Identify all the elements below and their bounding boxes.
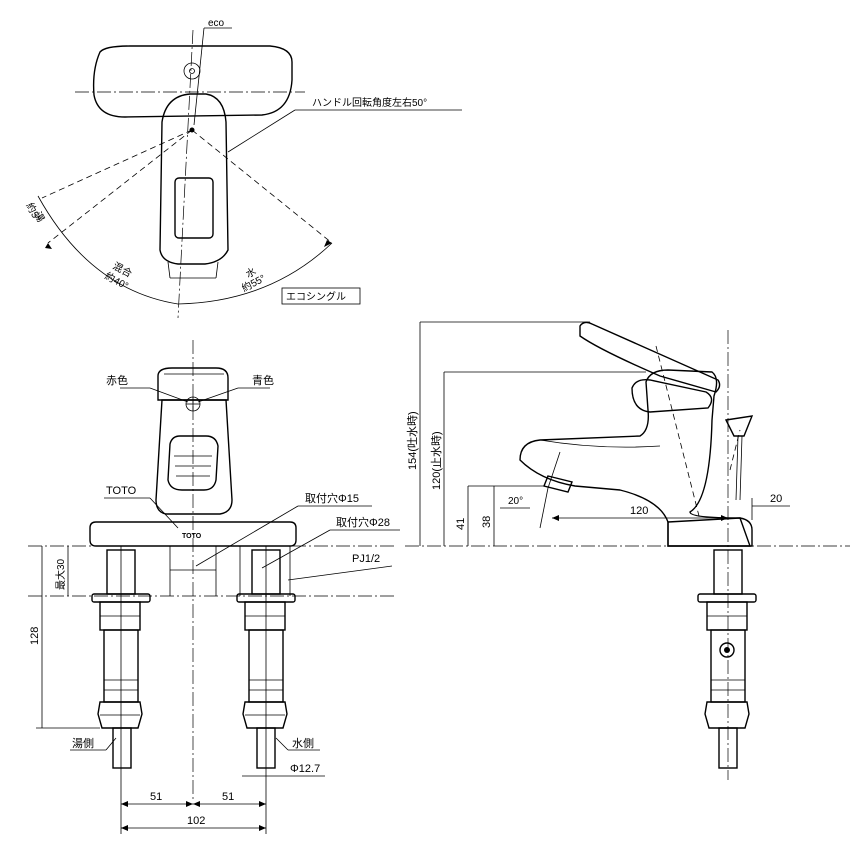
eco-single-label: エコシングル	[286, 290, 346, 303]
dim-102-label: 102	[187, 815, 205, 827]
dim-120h-label: 120	[630, 505, 648, 517]
dim-154-label: 154(吐水時)	[406, 411, 419, 470]
pipe-dia-label: Φ12.7	[290, 763, 320, 775]
side-handle-closed	[631, 378, 713, 413]
brand-mark: TOTO	[182, 533, 202, 540]
handle-bar	[92, 45, 293, 118]
dim-20-label: 20	[770, 493, 782, 505]
dim-51a-label: 51	[150, 791, 162, 803]
rotation-arc	[37, 195, 333, 305]
cold-angle-name: 水	[244, 265, 258, 280]
spout-outlet-top	[174, 177, 214, 239]
drain-knob	[724, 415, 754, 437]
top-view: eco ハンドル回転角度左右50° 湯 約5° 混合 約40° 水 約55° エ…	[23, 18, 462, 319]
blue-label: 青色	[252, 373, 274, 387]
front-body	[155, 399, 233, 515]
handle-cap-circle	[183, 62, 201, 80]
side-base	[667, 517, 753, 547]
dim-20deg-label: 20°	[508, 496, 523, 507]
side-view: 154(吐水時) 120(止水時) 41 38 20° 120 20	[405, 321, 850, 780]
front-spout	[167, 435, 219, 491]
eco-single-box	[281, 287, 361, 305]
top-body	[159, 93, 229, 265]
hot-side-label: 湯側	[72, 737, 94, 750]
handle-rotation-label: ハンドル回転角度左右50°	[312, 96, 427, 109]
dim-51b-label: 51	[222, 791, 234, 803]
toto-label: TOTO	[106, 485, 137, 497]
aerator	[543, 475, 573, 493]
hot-shank	[91, 546, 151, 770]
max30-label: 最大30	[54, 558, 67, 590]
dim-120v-label: 120(止水時)	[430, 431, 443, 490]
hole-28-label: 取付穴Φ28	[336, 515, 390, 529]
red-label: 赤色	[106, 373, 128, 387]
side-body	[519, 369, 751, 547]
cold-shank	[236, 546, 296, 770]
cold-side-label: 水側	[292, 737, 314, 750]
front-view: TOTO 赤色 青色 TOTO 取付穴Φ15 取付穴Φ28 PJ1/2	[28, 340, 400, 834]
side-shank	[697, 549, 757, 769]
dim-41-label: 41	[455, 518, 467, 530]
pj-label: PJ1/2	[352, 553, 380, 565]
dim-128-label: 128	[29, 627, 41, 645]
eco-label: eco	[208, 18, 225, 29]
side-handle-open	[579, 321, 721, 393]
front-handle	[157, 367, 229, 401]
hole-15-label: 取付穴Φ15	[305, 491, 359, 505]
dim-38-label: 38	[481, 516, 493, 528]
